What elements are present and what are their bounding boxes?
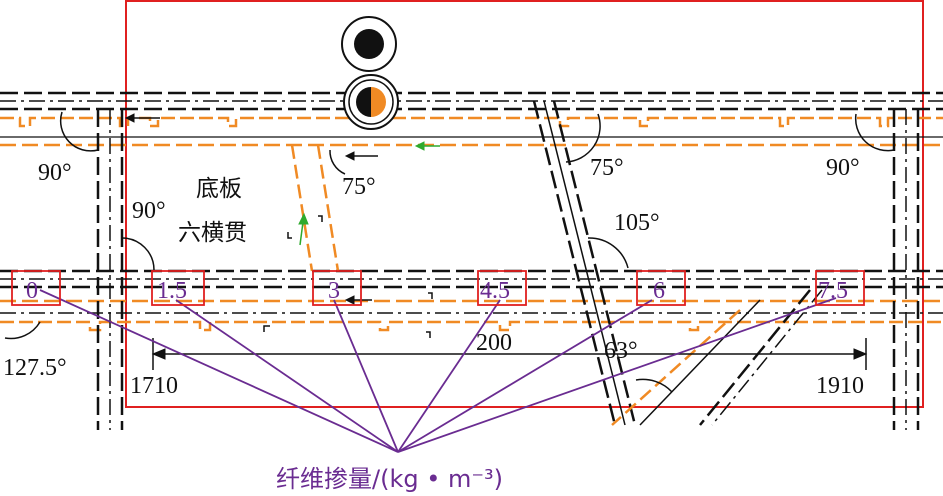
- fiber-box-7-5: 7.5: [815, 270, 865, 306]
- left-vertical-tunnel: [96, 109, 124, 430]
- fiber-box-0: 0: [11, 270, 61, 306]
- angle-label-90-right: 90°: [826, 155, 860, 181]
- angle-arcs: [4, 111, 895, 393]
- angle-label-90-left-mid: 90°: [132, 198, 166, 224]
- annotation-line-1: 底板: [196, 176, 242, 202]
- right-vertical-tunnel: [892, 109, 920, 430]
- svg-text:4.5: 4.5: [480, 278, 510, 304]
- fiber-box-4-5: 4.5: [477, 270, 527, 306]
- top-orange-lining: [0, 116, 943, 147]
- dimension-right: 1910: [816, 373, 864, 399]
- svg-text:0: 0: [26, 278, 38, 304]
- dimension-left: 1710: [130, 373, 178, 399]
- small-brackets: [263, 215, 433, 338]
- flow-arrows: [124, 113, 378, 305]
- dimension-span: 200: [476, 330, 512, 356]
- angle-label-127: 127.5°: [3, 355, 67, 381]
- fiber-box-1-5: 1.5: [151, 270, 205, 306]
- angle-label-105: 105°: [614, 210, 660, 236]
- svg-text:7.5: 7.5: [818, 278, 848, 304]
- fiber-box-3: 3: [312, 270, 362, 306]
- middle-tunnel-lines: [0, 269, 943, 314]
- dimension-line: [151, 338, 868, 370]
- monitor-point-half: [343, 74, 399, 130]
- angle-label-75-right: 75°: [590, 155, 624, 181]
- angle-label-75-center: 75°: [342, 174, 376, 200]
- monitor-point-top: [341, 16, 397, 72]
- orange-inclined-lower: [611, 309, 741, 426]
- svg-text:3: 3: [328, 278, 340, 304]
- svg-text:6: 6: [653, 278, 665, 304]
- orange-inclined-passage: [290, 144, 340, 272]
- lower-right-inclined: [639, 289, 823, 426]
- angle-label-63: 63°: [604, 338, 638, 364]
- inclined-passage-black: [532, 100, 637, 426]
- section-frame: [125, 0, 924, 408]
- fiber-content-title: 纤维掺量/(kg • m⁻³): [276, 465, 503, 493]
- middle-orange-lining: [0, 299, 943, 332]
- green-arrows: [298, 141, 440, 246]
- angle-label-90-left-top: 90°: [38, 160, 72, 186]
- fiber-leader-lines: [39, 289, 837, 453]
- annotation-line-2: 六横贯: [178, 220, 247, 246]
- top-tunnel-lines: [0, 91, 943, 111]
- fiber-box-6: 6: [636, 270, 686, 306]
- svg-text:1.5: 1.5: [157, 278, 187, 304]
